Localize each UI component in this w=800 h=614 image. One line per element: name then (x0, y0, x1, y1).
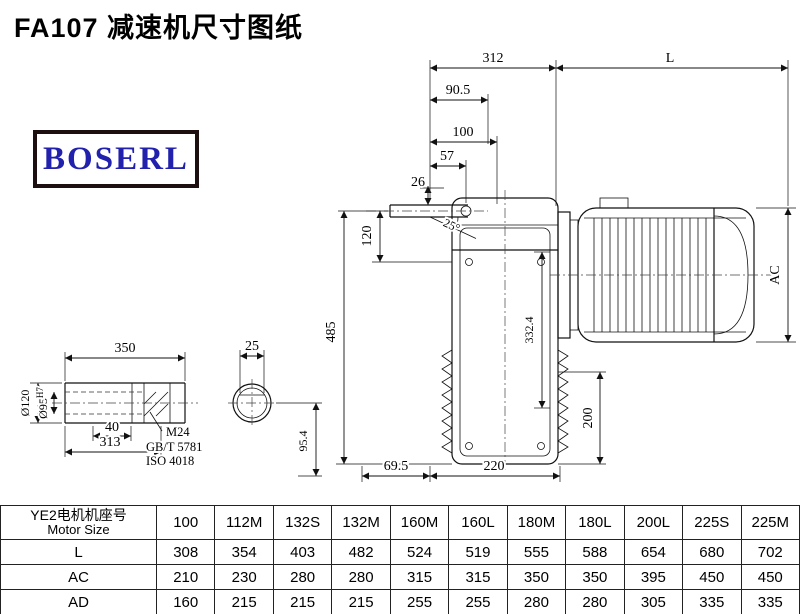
dim-value-cell: 255 (448, 589, 508, 614)
dim-value-cell: 315 (448, 564, 508, 590)
dim-value-cell: 654 (623, 539, 684, 565)
shaft-end-view (228, 379, 276, 427)
frame-size-col-header: 160L (448, 505, 508, 540)
dim-value-cell: 335 (682, 589, 742, 614)
dim-57-label: 57 (440, 149, 454, 164)
dim-value-cell: 680 (682, 539, 742, 565)
bolt-standard-gbt: GB/T 5781 (146, 440, 202, 454)
frame-size-col-header: 100 (155, 505, 216, 540)
dim-value-cell: 305 (623, 589, 684, 614)
dim-AC-label: AC (768, 265, 783, 284)
dim-value-cell: 210 (155, 564, 216, 590)
input-shaft (366, 204, 488, 239)
dim-value-cell: 280 (506, 589, 567, 614)
dim-value-cell: 702 (740, 539, 800, 565)
frame-size-col-header: 180M (506, 505, 567, 540)
dim-69-5-label: 69.5 (384, 459, 409, 474)
dim-value-cell: 354 (214, 539, 274, 565)
dim-value-cell: 280 (565, 589, 625, 614)
technical-drawing: 312 L 90.5 100 57 26 25° 120 485 332.4 2… (16, 49, 796, 482)
frame-size-col-header: 225S (682, 505, 742, 540)
dim-value-cell: 555 (506, 539, 567, 565)
motor-outline (550, 197, 772, 343)
dim-value-cell: 524 (389, 539, 450, 565)
dim-25deg-label: 25° (441, 215, 462, 235)
dim-40-label: 40 (105, 420, 119, 435)
frame-size-col-header: 225M (740, 505, 800, 540)
dim-220-label: 220 (484, 459, 505, 474)
row-label-L: L (0, 539, 157, 565)
gearbox-outline (441, 190, 569, 472)
boserl-logo: BOSERL (33, 130, 199, 188)
dim-value-cell: 255 (389, 589, 450, 614)
frame-size-col-header: 132M (331, 505, 391, 540)
dim-value-cell: 280 (331, 564, 391, 590)
dimensions-shaft: 350 25 40 313 Ø120 Ø95H7 M24 GB/T 5781 I… (16, 337, 265, 470)
dim-485-label: 485 (324, 322, 339, 343)
shaft-side-view (52, 382, 198, 432)
dim-value-cell: 350 (506, 564, 567, 590)
dim-value-cell: 280 (272, 564, 333, 590)
dim-value-cell: 482 (331, 539, 391, 565)
dim-100-label: 100 (453, 125, 474, 140)
dimensions-main: 312 L 90.5 100 57 26 25° 120 485 332.4 2… (276, 49, 796, 482)
page-title: FA107 减速机尺寸图纸 (14, 13, 304, 43)
thread-spec-m24: M24 (166, 425, 190, 439)
bolt-standard-iso: ISO 4018 (146, 454, 194, 468)
dim-value-cell: 315 (389, 564, 450, 590)
dim-L-label: L (666, 51, 675, 66)
dim-value-cell: 395 (623, 564, 684, 590)
dim-value-cell: 160 (155, 589, 216, 614)
logo-text: BOSERL (43, 140, 189, 177)
dim-value-cell: 403 (272, 539, 333, 565)
dim-312-label: 312 (483, 51, 504, 66)
row-label-AC: AC (0, 564, 157, 590)
dim-value-cell: 450 (682, 564, 742, 590)
dim-value-cell: 215 (272, 589, 333, 614)
frame-size-col-header: 200L (623, 505, 684, 540)
dim-313-label: 313 (100, 435, 121, 450)
dim-value-cell: 450 (740, 564, 800, 590)
dim-332-4-label: 332.4 (522, 317, 536, 344)
dim-dia95-label: Ø95H7 (35, 387, 50, 419)
dim-25-label: 25 (245, 339, 259, 354)
dim-90-5-label: 90.5 (446, 83, 471, 98)
frame-size-col-header: 180L (565, 505, 625, 540)
frame-size-col-header: 112M (214, 505, 274, 540)
motor-size-header-en: Motor Size (47, 522, 110, 538)
motor-size-header-cn: YE2电机机座号 (30, 506, 127, 523)
dim-26-label: 26 (411, 175, 425, 190)
dim-120-label: 120 (360, 226, 375, 247)
frame-size-col-header: 132S (272, 505, 333, 540)
dim-value-cell: 588 (565, 539, 625, 565)
frame-size-col-header: 160M (389, 505, 450, 540)
dim-350-label: 350 (115, 341, 136, 356)
dim-dia120-label: Ø120 (18, 390, 32, 417)
dim-value-cell: 519 (448, 539, 508, 565)
dim-value-cell: 215 (331, 589, 391, 614)
dim-value-cell: 308 (155, 539, 216, 565)
dim-value-cell: 335 (740, 589, 800, 614)
row-label-AD: AD (0, 589, 157, 614)
dim-200-label: 200 (581, 408, 596, 429)
dim-value-cell: 230 (214, 564, 274, 590)
dim-value-cell: 215 (214, 589, 274, 614)
dim-95-4-label: 95.4 (296, 431, 310, 452)
dim-value-cell: 350 (565, 564, 625, 590)
